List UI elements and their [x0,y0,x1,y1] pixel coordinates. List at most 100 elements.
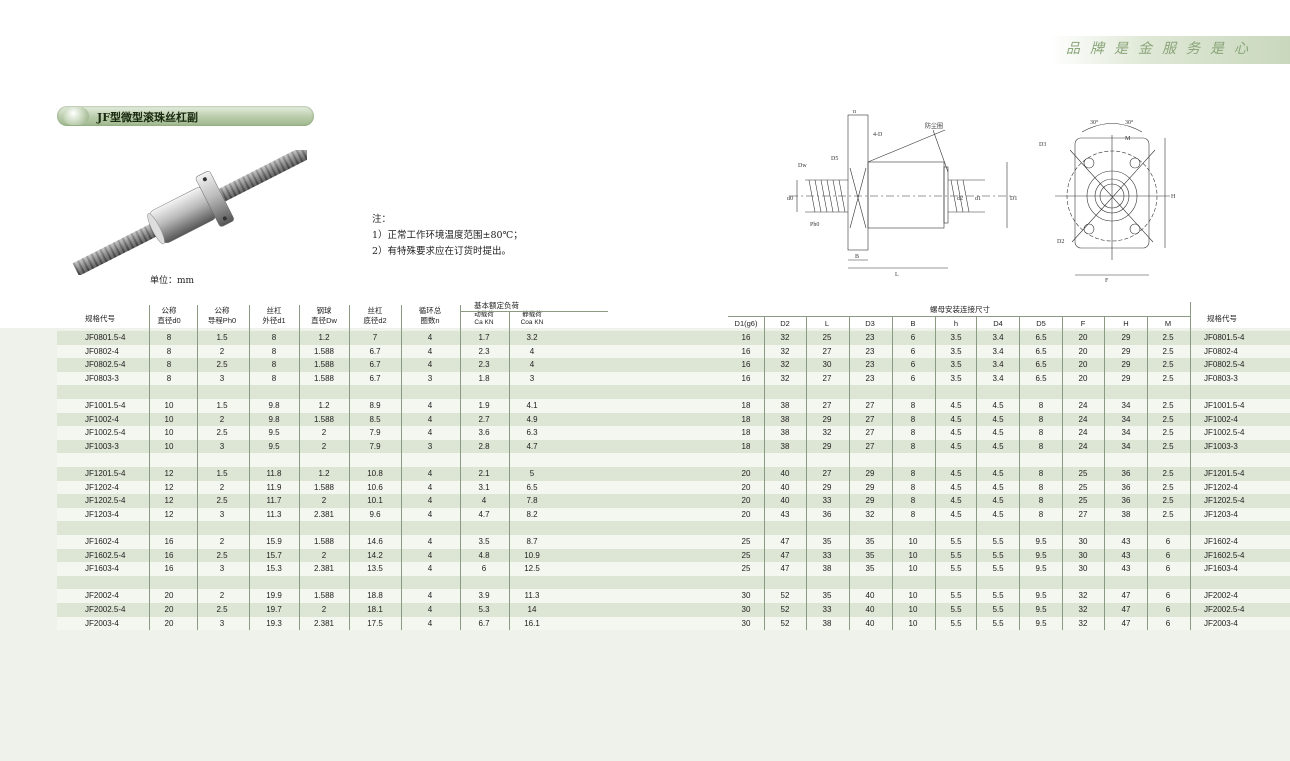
cell-value: 29 [1121,373,1131,383]
cell-code: JF2002-4 [85,591,119,601]
cell-value: 20 [741,482,751,492]
cell-value: 4.5 [992,441,1004,451]
cell-value: 4 [427,564,433,574]
cell-value: 6.5 [1035,346,1047,356]
cell-value: 9.5 [1035,550,1047,560]
cell-value: 4 [427,346,433,356]
cell-value: 3.5 [478,537,490,546]
cell-value: 2.5 [1162,482,1174,492]
cell-code-right: JF1003-3 [1204,441,1238,451]
cell-code: JF1602-4 [85,537,119,546]
cell-value: 25 [1078,482,1088,492]
cell-value: 47 [1121,591,1131,601]
cell-value: 2.5 [1162,509,1174,519]
cell-value: 2.5 [1162,333,1174,342]
column-divider [249,305,250,631]
cell-value: 10 [164,401,174,410]
title-bullet-icon [63,107,89,125]
cell-value: 1.2 [318,401,330,410]
column-divider [299,305,300,631]
cell-value: 4 [427,428,433,438]
ball-screw-product-image [72,150,307,275]
cell-value: 18 [741,414,751,424]
header-d2-line1: 丝杠 [367,306,383,315]
cell-value: 47 [1121,605,1131,614]
cell-code-right: JF1002.5-4 [1204,428,1245,438]
cell-value: 10 [908,550,918,560]
cell-value: 38 [1121,509,1131,519]
cell-value: 2 [321,605,327,614]
cell-value: 2.381 [313,509,335,519]
cell-value: 4.5 [950,401,962,410]
cell-value: 10 [908,605,918,614]
cell-value: 18.8 [367,591,383,601]
cell-value: 38 [780,414,790,424]
cell-value: 1.5 [216,401,228,410]
cell-value: 24 [1078,428,1088,438]
cell-value: 3 [219,564,225,574]
cell-value: 35 [822,537,832,546]
cell-value: 30 [741,591,751,601]
cell-value: 6 [910,360,916,370]
cell-value: 4.5 [950,482,962,492]
cell-value: 30 [1078,550,1088,560]
cell-value: 34 [1121,414,1131,424]
header-load-group: 基本额定负荷 [474,301,519,310]
cell-value: 8 [1038,482,1044,492]
cell-value: 1.588 [313,360,335,370]
cell-value: 2.5 [1162,373,1174,383]
cell-value: 12.5 [524,564,540,574]
cell-value: 4 [427,550,433,560]
header-coa-line1: 静载荷 [522,311,542,318]
cell-value: 6.7 [369,373,381,383]
cell-value: 1.9 [478,401,490,410]
cell-value: 16 [741,373,751,383]
column-divider [509,311,510,631]
cell-value: 27 [822,401,832,410]
cell-value: 10 [908,591,918,601]
cell-value: 3.5 [950,333,962,342]
cell-value: 6 [481,564,487,574]
cell-value: 2 [219,482,225,492]
cell-value: 9.6 [369,509,381,519]
cell-value: 36 [1121,469,1131,478]
cell-value: 10 [164,428,174,438]
cell-value: 7.9 [369,441,381,451]
header-col: M [1164,319,1172,328]
header-col: B [910,319,916,328]
cell-value: 1.7 [478,333,490,342]
cell-code-right: JF0802-4 [1204,346,1238,356]
dim-D5: D5 [831,156,838,162]
cell-value: 2.8 [478,441,490,451]
cell-value: 4 [427,591,433,601]
cell-value: 5.5 [950,550,962,560]
cell-value: 18 [741,428,751,438]
table-spacer-row [57,521,1290,535]
cell-value: 20 [741,469,751,478]
cell-code: JF0802.5-4 [85,360,126,370]
note-item: 2）有特殊要求应在订货时提出。 [372,246,512,257]
cell-value: 15.9 [266,537,282,546]
cell-code-right: JF1603-4 [1204,564,1238,574]
cell-value: 4 [427,414,433,424]
cell-value: 25 [1078,469,1088,478]
cell-value: 4 [427,333,433,342]
cell-value: 6.7 [369,360,381,370]
cell-value: 43 [780,509,790,519]
cell-value: 2 [321,428,327,438]
cell-value: 52 [780,605,790,614]
cell-value: 6.5 [1035,333,1047,342]
cell-value: 1.588 [313,373,335,383]
cell-value: 23 [865,346,875,356]
cell-value: 5.5 [950,618,962,628]
cell-value: 19.3 [266,618,282,628]
cell-code-right: JF1203-4 [1204,509,1238,519]
cell-value: 2 [321,441,327,451]
column-divider [197,305,198,631]
header-d2-line2: 底径d2 [363,316,387,325]
dust-seal-label: 防尘圈 [925,122,943,130]
cell-value: 2 [321,496,327,506]
cell-value: 8 [166,346,172,356]
